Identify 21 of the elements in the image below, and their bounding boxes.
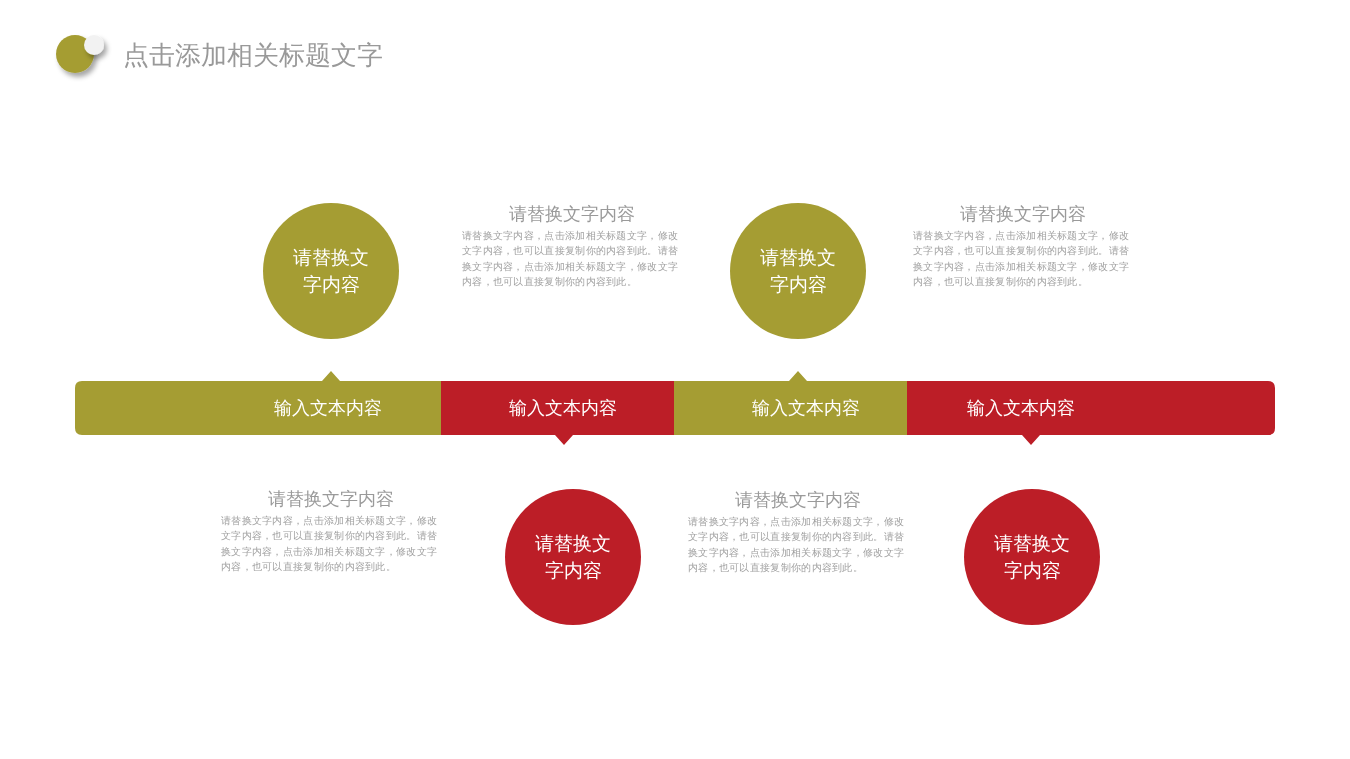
timeline-bar	[75, 371, 441, 435]
text-heading: 请替换文字内容	[734, 488, 862, 512]
timeline-bar	[907, 381, 1275, 445]
circle-label: 请替换文字内容	[534, 531, 612, 583]
circle-label: 请替换文字内容	[759, 245, 837, 297]
text-heading: 请替换文字内容	[267, 487, 395, 511]
timeline-bar	[441, 381, 674, 445]
bar-label: 输入文本内容	[274, 396, 382, 420]
text-heading: 请替换文字内容	[508, 202, 636, 226]
body-text: 请替换文字内容，点击添加相关标题文字，修改文字内容，也可以直接复制你的内容到此。请替换文字内容，点击添加相关标题文字，修改文字内容，也可以直接复制你的内容到此。	[913, 228, 1131, 289]
body-text: 请替换文字内容，点击添加相关标题文字，修改文字内容，也可以直接复制你的内容到此。请替换文字内容，点击添加相关标题文字，修改文字内容，也可以直接复制你的内容到此。	[688, 514, 906, 575]
bar-label: 输入文本内容	[967, 396, 1075, 420]
body-text: 请替换文字内容，点击添加相关标题文字，修改文字内容，也可以直接复制你的内容到此。请替换文字内容，点击添加相关标题文字，修改文字内容，也可以直接复制你的内容到此。	[221, 513, 439, 574]
bar-label: 输入文本内容	[509, 396, 617, 420]
timeline-bar	[674, 371, 907, 435]
circle-label: 请替换文字内容	[993, 531, 1071, 583]
text-heading: 请替换文字内容	[959, 202, 1087, 226]
title: 点击添加相关标题文字	[123, 39, 383, 72]
body-text: 请替换文字内容，点击添加相关标题文字，修改文字内容，也可以直接复制你的内容到此。请替换文字内容，点击添加相关标题文字，修改文字内容，也可以直接复制你的内容到此。	[462, 228, 680, 289]
circle-label: 请替换文字内容	[292, 245, 370, 297]
bar-label: 输入文本内容	[752, 396, 860, 420]
